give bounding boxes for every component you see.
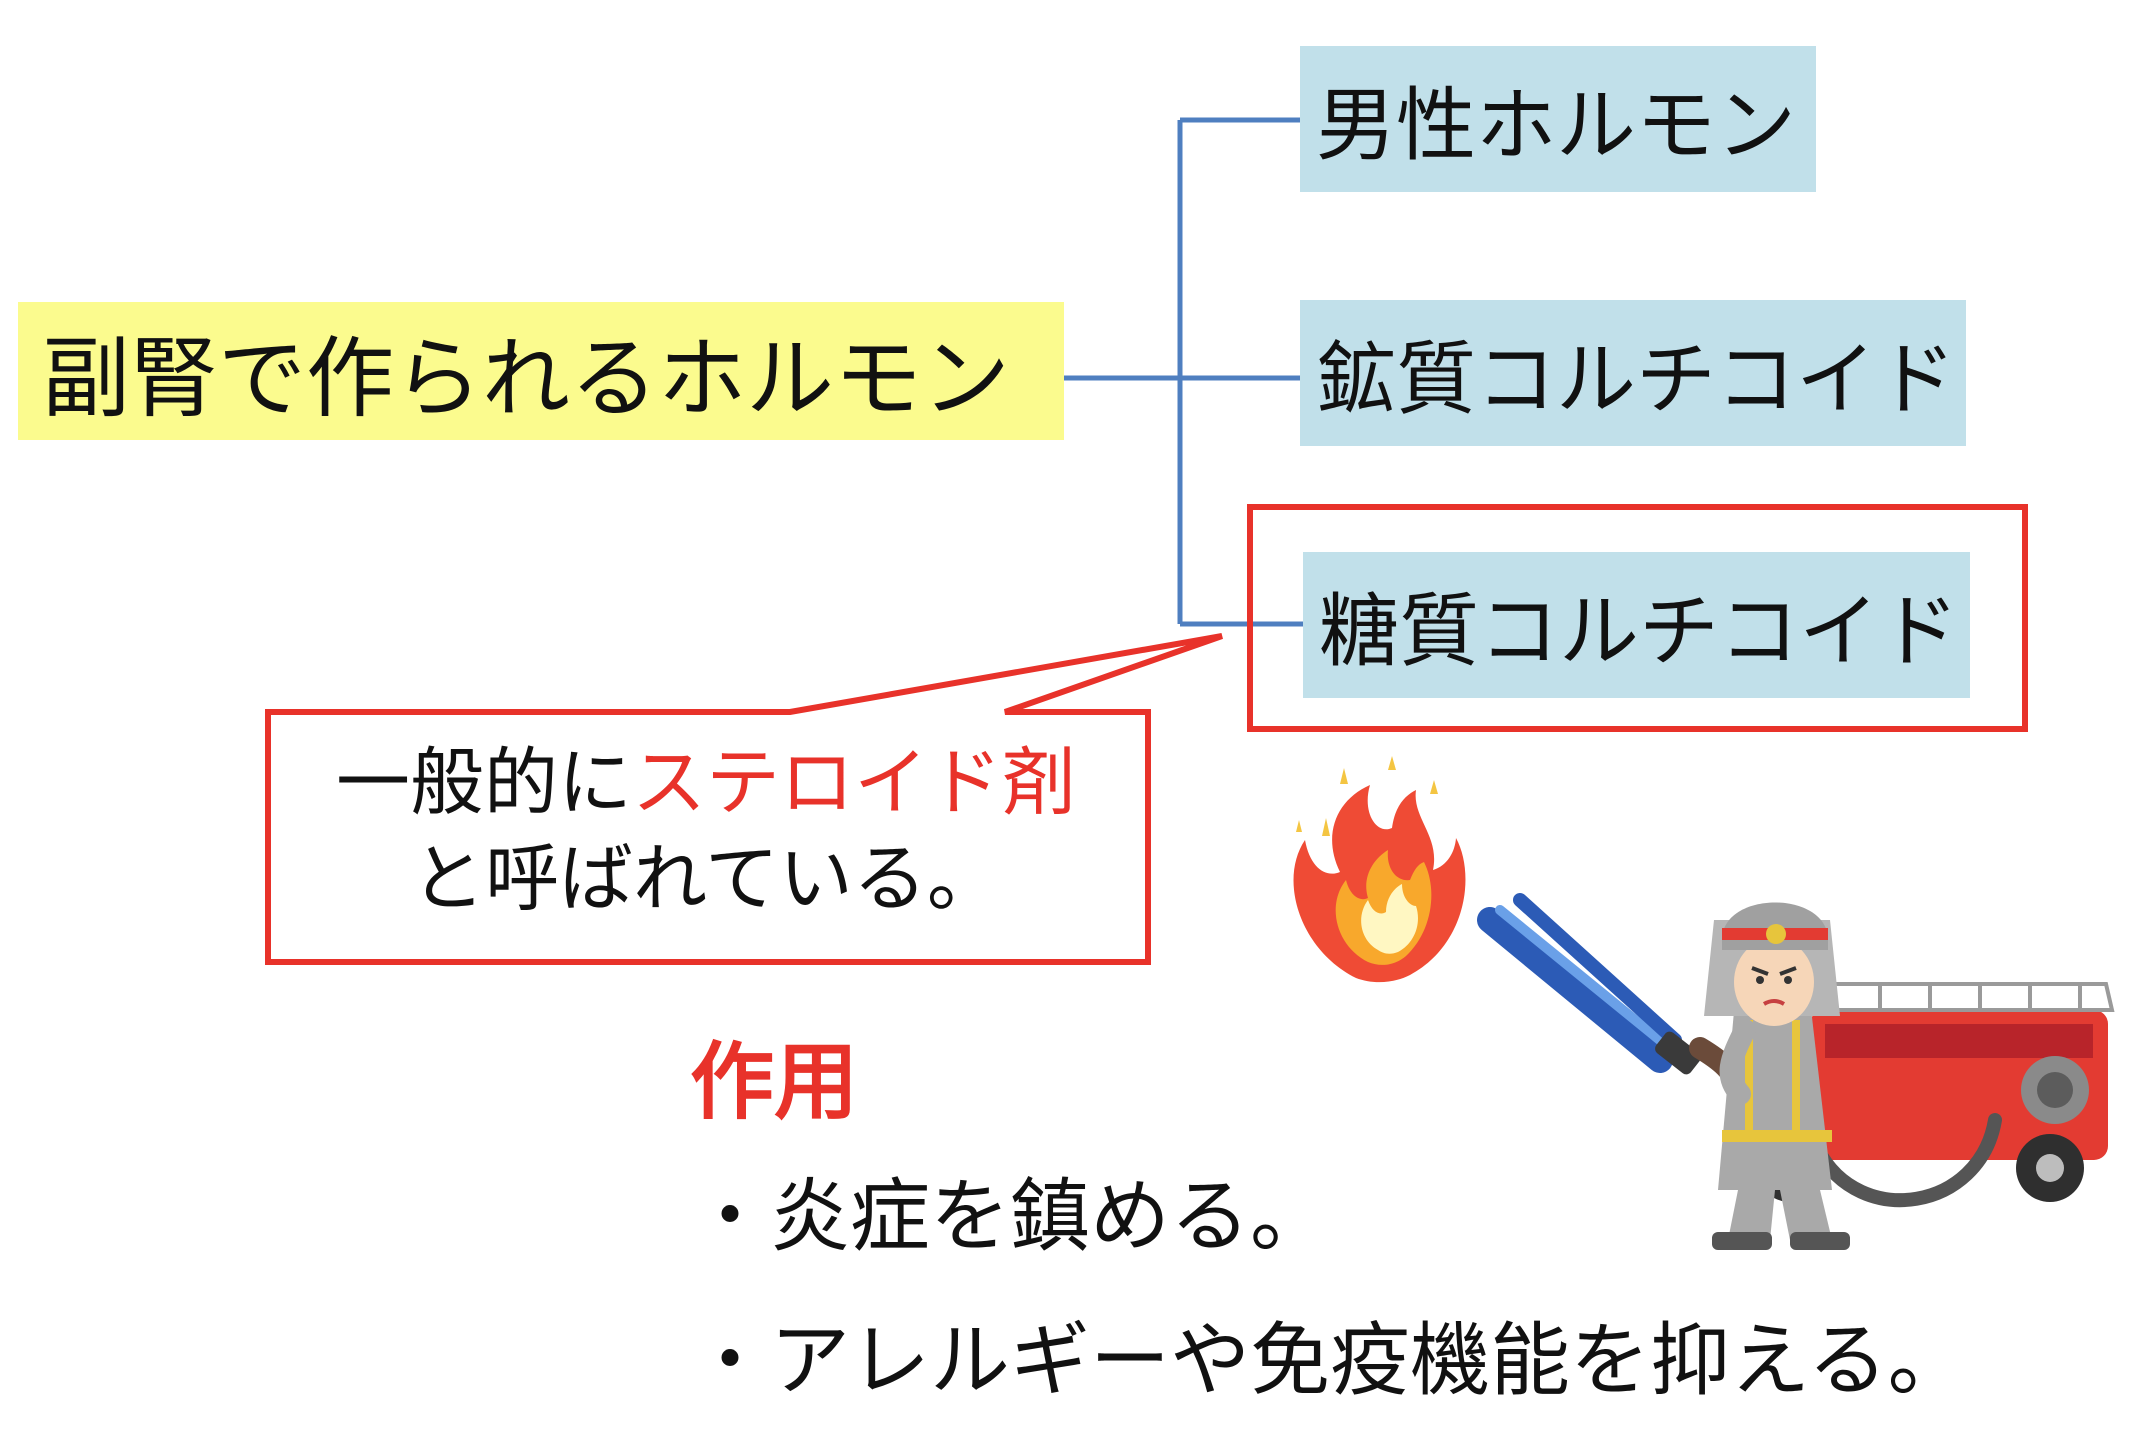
fire-icon — [1293, 756, 1466, 983]
callout-text: 一般的にステロイド剤 と呼ばれている。 — [266, 735, 1146, 927]
root-node-label: 副腎で作られるホルモン — [42, 326, 1011, 430]
child-node-label: 鉱質コルチコイド — [1316, 333, 1956, 426]
child-node-mineralocorticoid: 鉱質コルチコイド — [1300, 300, 1966, 446]
callout-highlight-term: ステロイド剤 — [632, 740, 1076, 826]
child-node-male-hormone: 男性ホルモン — [1300, 46, 1816, 192]
child-node-label: 男性ホルモン — [1316, 79, 1796, 172]
root-node: 副腎で作られるホルモン — [18, 302, 1064, 440]
speech-bubble — [265, 633, 1223, 965]
child-node-glucocorticoid: 糖質コルチコイド — [1303, 552, 1970, 698]
child-node-label: 糖質コルチコイド — [1319, 585, 1959, 678]
action-bullet-item: ・アレルギーや免疫機能を抑える。 — [690, 1314, 1968, 1407]
callout-text-before: 一般的に — [336, 740, 632, 826]
highlight-frame — [1247, 504, 2028, 732]
callout-line-2: と呼ばれている。 — [411, 836, 1001, 922]
firefighter-icon — [1477, 893, 1850, 1250]
action-heading: 作用 — [690, 1033, 859, 1131]
action-bullet-item: ・炎症を鎮める。 — [690, 1170, 1330, 1263]
callout-line-1: 一般的にステロイド剤 — [266, 735, 1146, 831]
